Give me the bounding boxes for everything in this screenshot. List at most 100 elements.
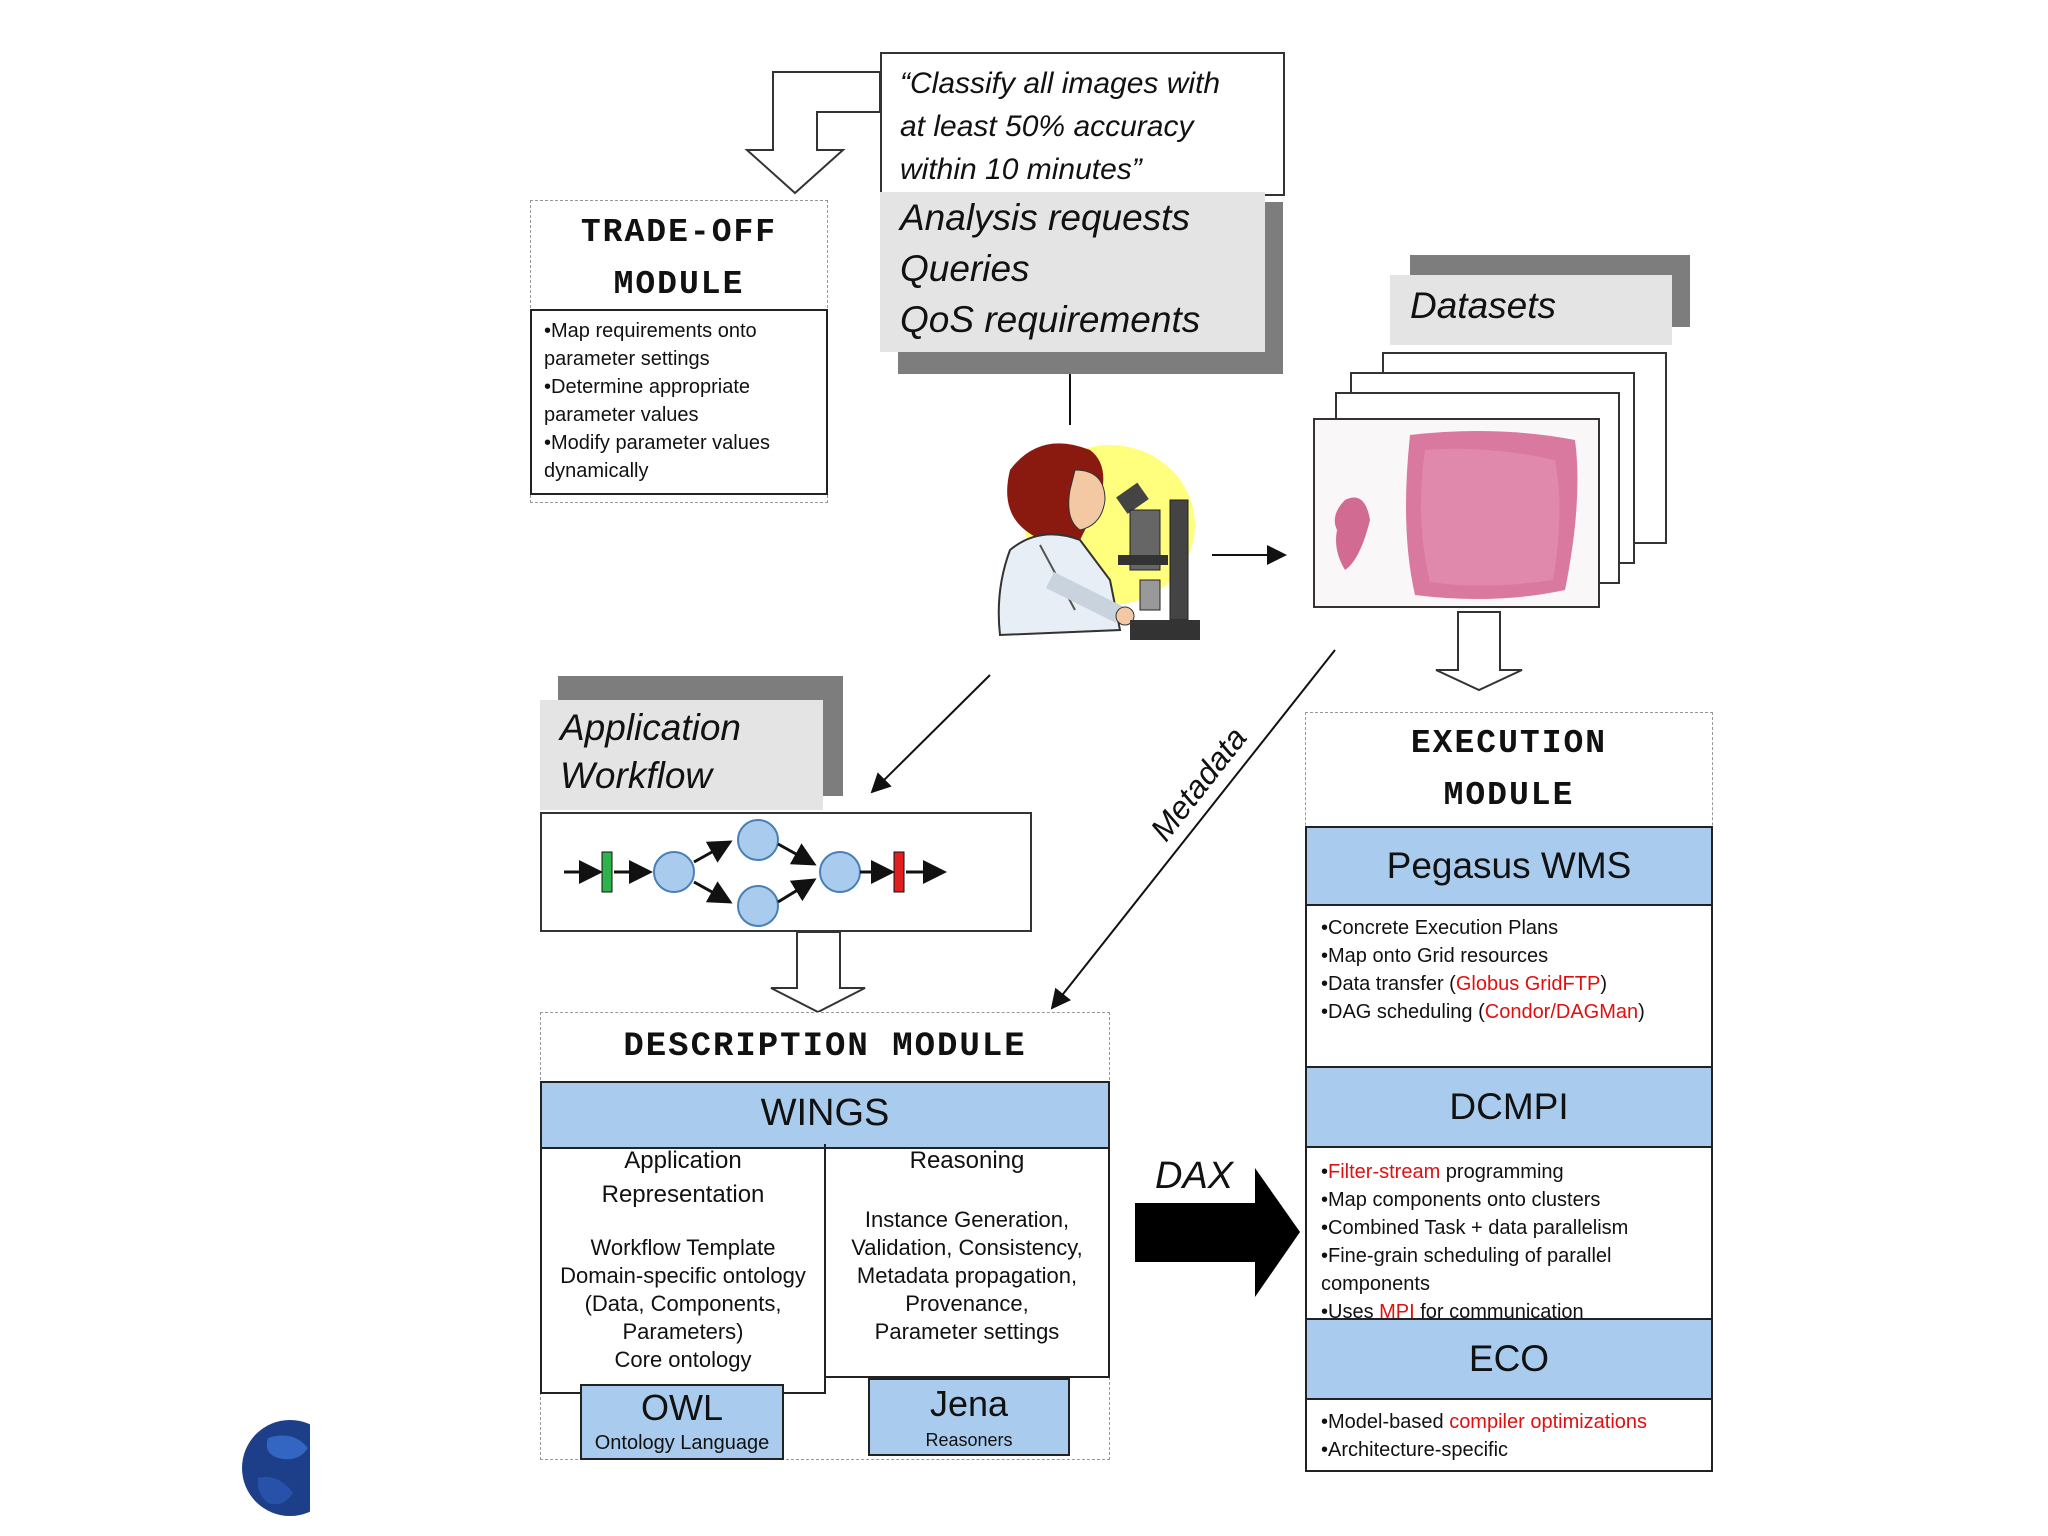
query-box: “Classify all images with at least 50% a… bbox=[880, 52, 1285, 196]
dcmpi-item: •Combined Task + data parallelism bbox=[1321, 1217, 1629, 1239]
dcmpi-bar: DCMPI bbox=[1305, 1066, 1713, 1148]
tradeoff-title-line-1: TRADE-OFF bbox=[580, 214, 778, 251]
representation-line: (Data, Components, bbox=[584, 1291, 782, 1316]
reasoning-line: Metadata propagation, bbox=[856, 1263, 1078, 1288]
eco-bar: ECO bbox=[1305, 1318, 1713, 1400]
tradeoff-item: dynamically bbox=[544, 460, 649, 482]
workflow-graph bbox=[564, 819, 947, 927]
dcmpi-item: •Map components onto clusters bbox=[1321, 1189, 1601, 1211]
query-line-2: at least 50% accuracy bbox=[900, 110, 1194, 143]
pegasus-item-text: ) bbox=[1600, 973, 1607, 995]
description-title: DESCRIPTION MODULE bbox=[623, 1028, 1027, 1066]
query-line-1: “Classify all images with bbox=[900, 67, 1221, 100]
tradeoff-item: •Map requirements onto bbox=[544, 320, 757, 342]
pegasus-item-highlight: Condor/DAGMan bbox=[1484, 1001, 1639, 1023]
wings-label: WINGS bbox=[760, 1092, 890, 1134]
representation-heading-1: Application bbox=[624, 1147, 742, 1174]
workflow-to-description-arrow bbox=[770, 931, 866, 1014]
representation-line: Parameters) bbox=[622, 1319, 744, 1344]
reasoning-line: Instance Generation, bbox=[864, 1207, 1070, 1232]
tradeoff-item: •Modify parameter values bbox=[544, 432, 770, 454]
dax-label: DAX bbox=[1155, 1155, 1233, 1198]
dcmpi-item-text: • bbox=[1321, 1161, 1329, 1183]
query-to-tradeoff-arrow bbox=[744, 71, 881, 195]
jena-label: Jena bbox=[929, 1383, 1009, 1424]
pegasus-item: •Data transfer (Globus GridFTP) bbox=[1321, 970, 1697, 998]
pegasus-item-highlight: Globus GridFTP bbox=[1455, 973, 1601, 995]
execution-title: EXECUTION MODULE bbox=[1305, 718, 1713, 822]
workflow-graph-box bbox=[540, 812, 1032, 932]
dcmpi-item-text: for communication bbox=[1414, 1301, 1584, 1320]
tradeoff-list: •Map requirements onto parameter setting… bbox=[530, 309, 828, 495]
eco-item: •Model-based compiler optimizations bbox=[1321, 1408, 1697, 1436]
tradeoff-title: TRADE-OFF MODULE bbox=[531, 201, 827, 309]
requests-line-2: Queries bbox=[900, 248, 1030, 289]
owl-sublabel: Ontology Language bbox=[594, 1432, 770, 1454]
query-line-3: within 10 minutes” bbox=[900, 153, 1142, 186]
workflow-end-node bbox=[893, 851, 905, 893]
pegasus-list: •Concrete Execution Plans •Map onto Grid… bbox=[1305, 906, 1713, 1066]
scientist-microscope-illustration bbox=[997, 443, 1200, 640]
eco-label: ECO bbox=[1468, 1338, 1550, 1379]
workflow-label-panel: Application Workflow bbox=[540, 700, 823, 810]
workflow-node bbox=[653, 851, 695, 893]
jena-box: Jena Reasoners bbox=[868, 1378, 1070, 1456]
globe-icon bbox=[242, 1420, 310, 1516]
datasets-label-panel: Datasets bbox=[1390, 275, 1672, 345]
dax-label-text: DAX bbox=[1155, 1155, 1234, 1197]
workflow-label-line-2: Workflow bbox=[560, 755, 713, 796]
representation-heading-2: Representation bbox=[601, 1181, 765, 1208]
dcmpi-item-highlight: Filter-stream bbox=[1328, 1161, 1441, 1183]
jena-sublabel: Reasoners bbox=[925, 1430, 1013, 1450]
representation-line: Core ontology bbox=[614, 1347, 752, 1372]
representation-line: Domain-specific ontology bbox=[560, 1263, 806, 1288]
scientist-to-workflow-arrow bbox=[870, 674, 991, 794]
reasoning-line: Parameter settings bbox=[874, 1319, 1060, 1344]
dataset-card-front bbox=[1313, 418, 1600, 608]
tradeoff-item: •Determine appropriate bbox=[544, 376, 750, 398]
reasoning-line: Provenance, bbox=[905, 1291, 1029, 1316]
representation-line: Workflow Template bbox=[590, 1235, 776, 1260]
tradeoff-title-line-2: MODULE bbox=[613, 266, 745, 303]
requests-panel: Analysis requests Queries QoS requiremen… bbox=[880, 192, 1265, 352]
dcmpi-label: DCMPI bbox=[1449, 1086, 1569, 1127]
dcmpi-item-text: •Uses bbox=[1321, 1301, 1380, 1320]
datasets-label: Datasets bbox=[1410, 285, 1557, 326]
requests-line-3: QoS requirements bbox=[900, 299, 1201, 340]
execution-title-line-2: MODULE bbox=[1443, 777, 1575, 814]
eco-list: •Model-based compiler optimizations •Arc… bbox=[1305, 1400, 1713, 1472]
tradeoff-item: parameter values bbox=[544, 404, 699, 426]
tissue-slide-image bbox=[1334, 431, 1578, 599]
workflow-start-node bbox=[601, 851, 613, 893]
eco-item-text: •Model-based bbox=[1321, 1411, 1450, 1433]
pegasus-item-text: •DAG scheduling ( bbox=[1321, 1001, 1485, 1023]
eco-item-highlight: compiler optimizations bbox=[1449, 1411, 1648, 1433]
pegasus-item-text: ) bbox=[1638, 1001, 1645, 1023]
dcmpi-item: •Fine-grain scheduling of parallel bbox=[1321, 1245, 1612, 1267]
owl-box: OWL Ontology Language bbox=[580, 1384, 784, 1460]
dax-arrow bbox=[1135, 1168, 1300, 1297]
pegasus-item: •Concrete Execution Plans bbox=[1321, 917, 1559, 939]
pegasus-item: •DAG scheduling (Condor/DAGMan) bbox=[1321, 998, 1697, 1026]
workflow-node bbox=[737, 819, 779, 861]
execution-title-line-1: EXECUTION bbox=[1410, 725, 1608, 762]
workflow-label-line-1: Application bbox=[560, 707, 742, 748]
tradeoff-module: TRADE-OFF MODULE •Map requirements onto … bbox=[530, 200, 828, 503]
owl-label: OWL bbox=[640, 1387, 723, 1428]
workflow-node bbox=[819, 851, 861, 893]
datasets-to-execution-arrow bbox=[1435, 611, 1523, 692]
dcmpi-item: •Uses MPI for communication bbox=[1321, 1298, 1697, 1320]
dcmpi-list: •Filter-stream programming •Map componen… bbox=[1305, 1148, 1713, 1320]
metadata-arrow bbox=[1050, 649, 1336, 1010]
reasoning-panel: Reasoning Instance Generation, Validatio… bbox=[826, 1144, 1110, 1378]
eco-item: •Architecture-specific bbox=[1321, 1439, 1509, 1461]
wings-bar: WINGS bbox=[540, 1081, 1110, 1149]
pegasus-label: Pegasus WMS bbox=[1386, 845, 1632, 886]
workflow-node bbox=[737, 885, 779, 927]
dcmpi-item: •Filter-stream programming bbox=[1321, 1158, 1697, 1186]
pegasus-item-text: •Data transfer ( bbox=[1321, 973, 1456, 995]
reasoning-line: Validation, Consistency, bbox=[851, 1235, 1083, 1260]
globe-logo bbox=[238, 1418, 310, 1518]
reasoning-heading: Reasoning bbox=[909, 1147, 1025, 1174]
